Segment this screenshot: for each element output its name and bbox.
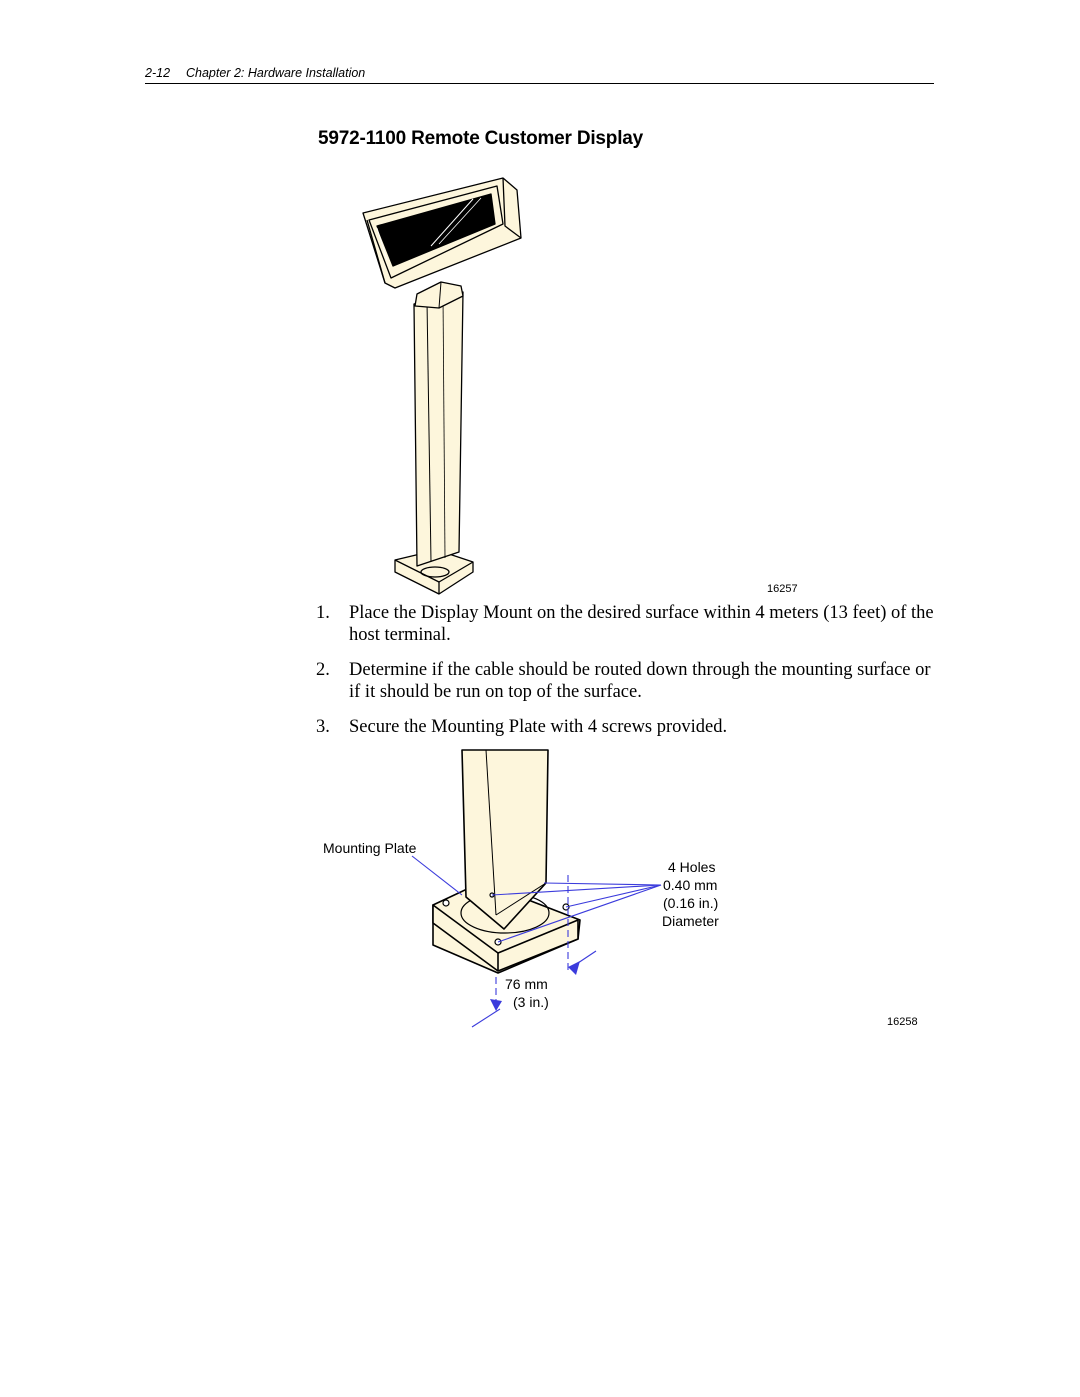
step-text: Determine if the cable should be routed …: [349, 660, 931, 702]
section-title: 5972-1100 Remote Customer Display: [318, 128, 644, 149]
mounting-plate-label: Mounting Plate: [323, 840, 417, 856]
page-number: 2-12: [145, 66, 171, 80]
step-item: 2. Determine if the cable should be route…: [316, 659, 941, 703]
step-number: 3.: [316, 717, 330, 737]
running-header: 2-12 Chapter 2: Hardware Installation: [145, 66, 365, 80]
step-number: 2.: [316, 660, 330, 680]
header-rule: [145, 83, 934, 84]
step-item: 3. Secure the Mounting Plate with 4 screw…: [316, 716, 941, 738]
step-text: Place the Display Mount on the desired s…: [349, 603, 934, 645]
step-text: Secure the Mounting Plate with 4 screws …: [349, 717, 728, 737]
chapter-title: Chapter 2: Hardware Installation: [186, 66, 366, 80]
mounting-plate-illustration: Mounting Plate 4 Holes 0.40 mm (0.16 in.…: [323, 749, 918, 1028]
dimension-label-line2: (3 in.): [513, 994, 549, 1010]
dimension-label-line1: 76 mm: [505, 976, 548, 992]
holes-label-line2: 0.40 mm: [663, 877, 717, 893]
holes-label-line1: 4 Holes: [668, 859, 715, 875]
step-number: 1.: [316, 603, 330, 623]
installation-steps: 1. Place the Display Mount on the desired…: [316, 602, 941, 751]
holes-label-line4: Diameter: [662, 913, 719, 929]
figure2-id: 16258: [887, 1016, 918, 1028]
display-mount-illustration: 16257: [362, 177, 798, 595]
holes-label-line3: (0.16 in.): [663, 895, 718, 911]
figure1-id: 16257: [767, 583, 798, 595]
step-item: 1. Place the Display Mount on the desired…: [316, 602, 941, 646]
